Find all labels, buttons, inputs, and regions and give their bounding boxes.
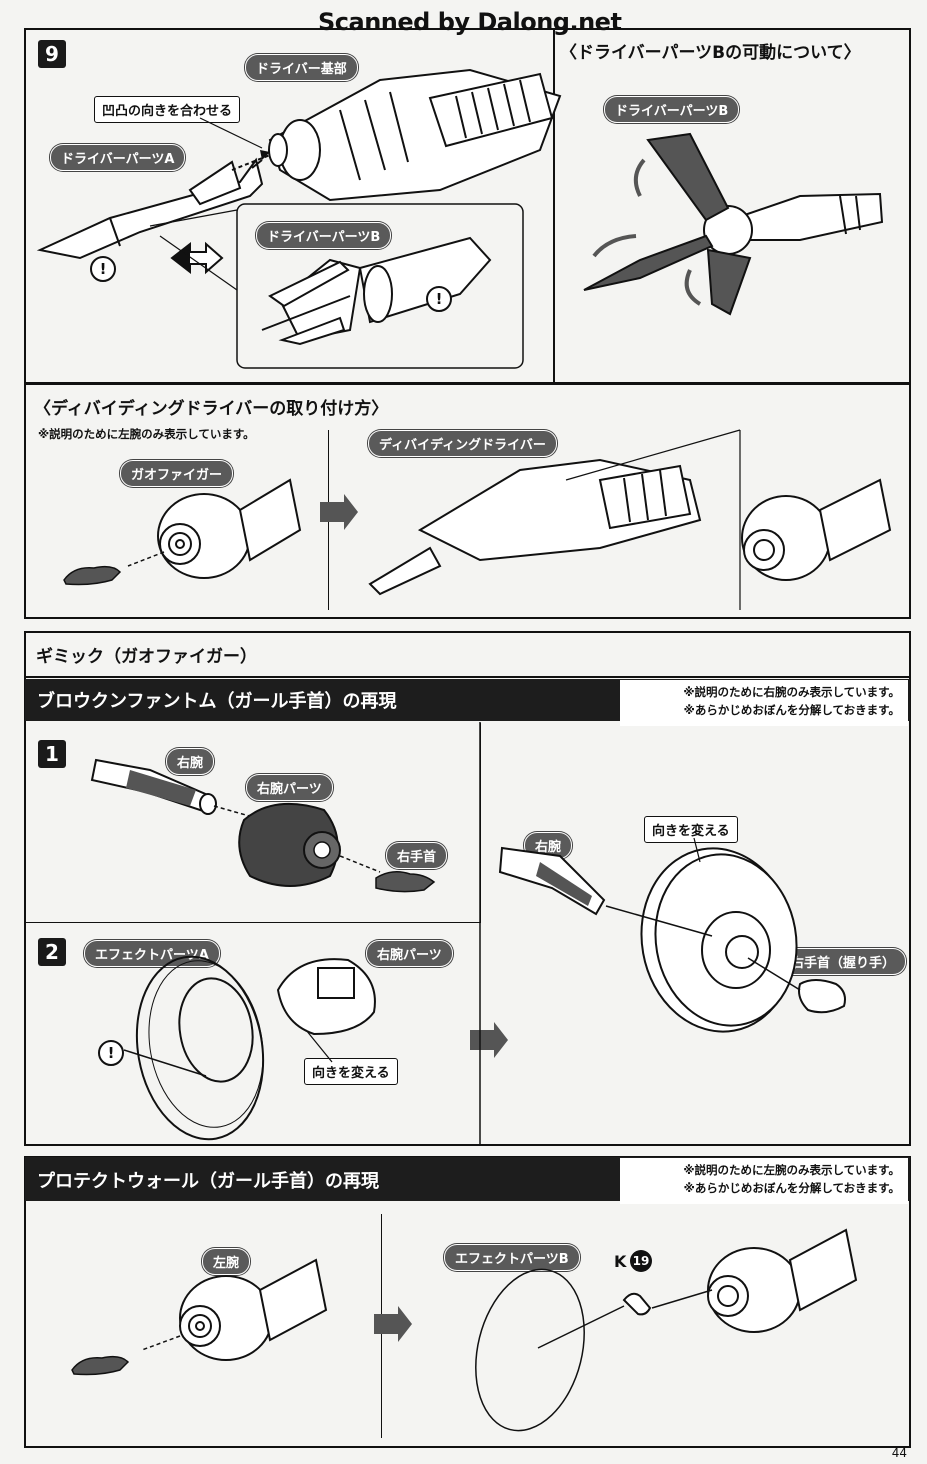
broken-phantom-title: ブロウクンファントム（ガール手首）の再現 (37, 691, 397, 712)
step2-right-arm-part-label: 右腕パーツ (366, 940, 453, 967)
step2-change-dir-note: 向きを変える (304, 1058, 398, 1085)
align-note: 凹凸の向きを合わせる (94, 96, 241, 123)
driver-assembly-drawing (36, 68, 884, 369)
warning-icon-part-a: ! (90, 256, 116, 282)
gimmick-panel (24, 631, 911, 1146)
protect-wall-title: プロテクトウォール（ガール手首）の再現 (37, 1171, 379, 1192)
warning-icon-disc: ! (98, 1040, 124, 1066)
step1-number: 1 (38, 740, 66, 768)
attach-panel (24, 383, 911, 619)
dividing-driver-label: ディバイディングドライバー (368, 430, 557, 457)
attach-title: 〈ディバイディングドライバーの取り付け方〉 (34, 399, 389, 419)
result-change-dir-note: 向きを変える (644, 816, 738, 843)
broken-phantom-notes: ※説明のために右腕のみ表示しています。 ※あらかじめおぼんを分解しておきます。 (620, 680, 908, 726)
step9-divider (553, 30, 555, 382)
step2-number: 2 (38, 938, 66, 966)
effect-b-label: エフェクトパーツB (444, 1244, 580, 1271)
attach-drawing (63, 429, 892, 610)
attach-note: ※説明のために左腕のみ表示しています。 (38, 427, 255, 441)
driver-part-a-label: ドライバーパーツA (50, 144, 186, 171)
step9-number: 9 (38, 40, 66, 68)
left-arm-label: 左腕 (202, 1248, 251, 1275)
part-code-k: K (614, 1252, 627, 1271)
broken-note-1: ※説明のために右腕のみ表示しています。 (683, 685, 900, 699)
warning-icon-part-b: ! (426, 286, 452, 312)
page-number: 44 (891, 1446, 907, 1460)
driver-base-label: ドライバー基部 (245, 54, 358, 81)
movable-title: 〈ドライバーパーツBの可動について〉 (560, 43, 861, 63)
result-wrist-label: 右手首（握り手） (780, 948, 907, 975)
protect-note-1: ※説明のために左腕のみ表示しています。 (683, 1163, 900, 1177)
broken-note-2: ※あらかじめおぼんを分解しておきます。 (683, 703, 900, 717)
gimmick-rule (25, 676, 910, 678)
step1-right-arm-label: 右腕 (166, 748, 215, 775)
gimmick-title: ギミック（ガオファイガー） (36, 647, 257, 667)
gaofighter-label: ガオファイガー (120, 460, 234, 487)
driver-part-b-label: ドライバーパーツB (256, 222, 392, 249)
protect-note-2: ※あらかじめおぼんを分解しておきます。 (683, 1181, 900, 1195)
watermark-text: Scanned by Dalong.net (318, 8, 622, 36)
protect-wall-notes: ※説明のために左腕のみ表示しています。 ※あらかじめおぼんを分解しておきます。 (620, 1158, 908, 1204)
step2-effect-a-label: エフェクトパーツA (84, 940, 220, 967)
step1-right-arm-part-label: 右腕パーツ (246, 774, 333, 801)
broken-phantom-drawing (90, 722, 846, 1146)
step1-right-wrist-label: 右手首 (386, 842, 448, 869)
part-number-badge: 19 (630, 1250, 652, 1272)
movable-part-b-label: ドライバーパーツB (604, 96, 740, 123)
